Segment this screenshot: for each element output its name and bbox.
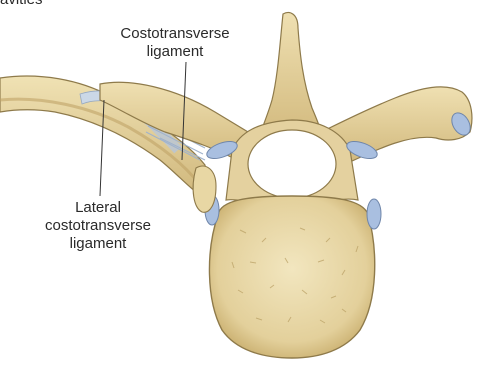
- right-lower-costal-facet: [367, 199, 381, 229]
- cropped-label-fragment: avitles: [0, 0, 43, 9]
- vertebral-body: [209, 196, 374, 358]
- costotransverse-ligament-label: Costotransverse ligament: [108, 25, 242, 61]
- lateral-costotransverse-ligament-label: Lateral costotransverse ligament: [10, 199, 186, 253]
- rib-head: [193, 166, 216, 212]
- lateral-label-line-3: ligament: [10, 235, 186, 253]
- lateral-label-line-2: costotransverse: [10, 217, 186, 235]
- vertebral-canal: [248, 130, 336, 198]
- lateral-label-line-1: Lateral: [10, 199, 186, 217]
- costotransverse-label-line-2: ligament: [108, 43, 242, 61]
- costotransverse-label-line-1: Costotransverse: [108, 25, 242, 43]
